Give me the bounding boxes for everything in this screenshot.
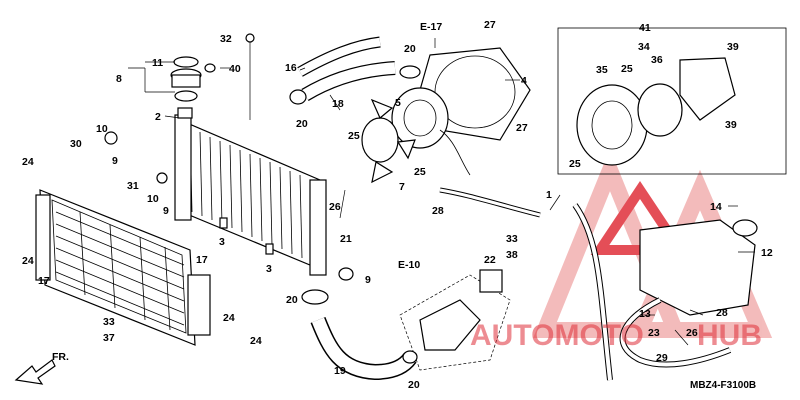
callout-7: 7 xyxy=(399,181,405,193)
callout-17a: 17 xyxy=(38,275,50,287)
reference-e17: E-17 xyxy=(420,21,442,33)
bolt-32 xyxy=(245,33,255,43)
callout-5: 5 xyxy=(395,97,401,109)
callout-28b: 28 xyxy=(716,307,728,319)
callout-21: 21 xyxy=(340,233,352,245)
callout-labels: 1 2 3 3 4 5 7 8 9 9 9 10 10 11 12 13 14 … xyxy=(22,19,773,391)
callout-34: 34 xyxy=(638,41,650,53)
callout-23: 23 xyxy=(648,327,660,339)
callout-20d: 20 xyxy=(408,379,420,391)
hose-clamp-20c xyxy=(289,89,307,105)
radiator-core xyxy=(174,107,327,276)
callout-25a: 25 xyxy=(348,130,360,142)
callout-11: 11 xyxy=(152,57,163,69)
callout-24a: 24 xyxy=(22,156,34,168)
callout-33b: 33 xyxy=(506,233,518,245)
callout-14: 14 xyxy=(710,201,722,213)
callout-3b: 3 xyxy=(266,263,272,275)
callout-16: 16 xyxy=(285,62,297,74)
bracket-22 xyxy=(479,269,503,293)
hose-clamp-20a xyxy=(399,65,421,79)
reserve-tank xyxy=(639,219,758,316)
grommet-10b xyxy=(156,172,168,184)
inset-frame xyxy=(557,27,787,175)
callout-18: 18 xyxy=(332,98,344,110)
watermark-text: AUTOMOTO HUB xyxy=(470,319,762,352)
callout-10a: 10 xyxy=(96,123,108,135)
callout-35: 35 xyxy=(596,64,608,76)
upper-hose xyxy=(297,36,396,102)
callout-8: 8 xyxy=(116,73,122,85)
callout-12: 12 xyxy=(761,247,773,259)
callout-24d: 24 xyxy=(250,335,262,347)
drawing-code: MBZ4-F3100B xyxy=(690,380,756,391)
clip-3b xyxy=(265,243,274,255)
callout-28a: 28 xyxy=(432,205,444,217)
front-direction-arrow: FR. xyxy=(14,351,69,385)
callout-9b: 9 xyxy=(163,205,169,217)
callout-2: 2 xyxy=(155,111,161,123)
inset-fan-assembly xyxy=(576,57,736,166)
callout-20a: 20 xyxy=(404,43,416,55)
callout-20b: 20 xyxy=(286,294,298,306)
callout-24c: 24 xyxy=(223,312,235,324)
hose-clamp-20d xyxy=(402,350,418,364)
front-label: FR. xyxy=(52,351,69,363)
callout-29: 29 xyxy=(656,352,668,364)
callout-9c: 9 xyxy=(365,274,371,286)
callout-20c: 20 xyxy=(296,118,308,130)
callout-1: 1 xyxy=(546,189,552,201)
callout-24b: 24 xyxy=(22,255,34,267)
water-pump-outline xyxy=(399,274,511,371)
callout-37: 37 xyxy=(103,332,115,344)
callout-17b: 17 xyxy=(196,254,208,266)
callout-39a: 39 xyxy=(727,41,739,53)
radiator-grille-guard xyxy=(35,189,211,346)
callout-25d: 25 xyxy=(569,158,581,170)
clip-3a xyxy=(219,217,228,229)
water-pump-cover xyxy=(419,299,481,351)
callout-40: 40 xyxy=(229,63,241,75)
callout-32: 32 xyxy=(220,33,232,45)
watermark-text-main: AUTOMOTO xyxy=(470,319,644,352)
grommet-10a xyxy=(104,131,118,145)
callout-9a: 9 xyxy=(112,155,118,167)
callout-19: 19 xyxy=(334,365,346,377)
hose-clamp-20b xyxy=(301,289,329,305)
radiator-cap-assembly xyxy=(170,56,216,102)
callout-27b: 27 xyxy=(516,122,528,134)
callout-31: 31 xyxy=(127,180,139,192)
fan-motor xyxy=(391,87,471,176)
callout-3a: 3 xyxy=(219,236,225,248)
callout-38: 38 xyxy=(506,249,518,261)
callout-4: 4 xyxy=(521,75,527,87)
callout-25b: 25 xyxy=(414,166,426,178)
callout-10b: 10 xyxy=(147,193,159,205)
callout-41: 41 xyxy=(639,22,651,34)
callout-22: 22 xyxy=(484,254,496,266)
callout-13: 13 xyxy=(639,308,651,320)
callout-26a: 26 xyxy=(329,201,341,213)
callout-27a: 27 xyxy=(484,19,496,31)
grommet-9c xyxy=(338,267,354,281)
callout-33a: 33 xyxy=(103,316,115,328)
watermark-text-hub: HUB xyxy=(697,319,762,352)
callout-36: 36 xyxy=(651,54,663,66)
callout-39b: 39 xyxy=(725,119,737,131)
fan-blade xyxy=(361,98,416,184)
callout-30: 30 xyxy=(70,138,82,150)
leader-lines xyxy=(128,38,755,346)
reference-e10: E-10 xyxy=(398,259,420,271)
callout-26b: 26 xyxy=(686,327,698,339)
callout-25c: 25 xyxy=(621,63,633,75)
